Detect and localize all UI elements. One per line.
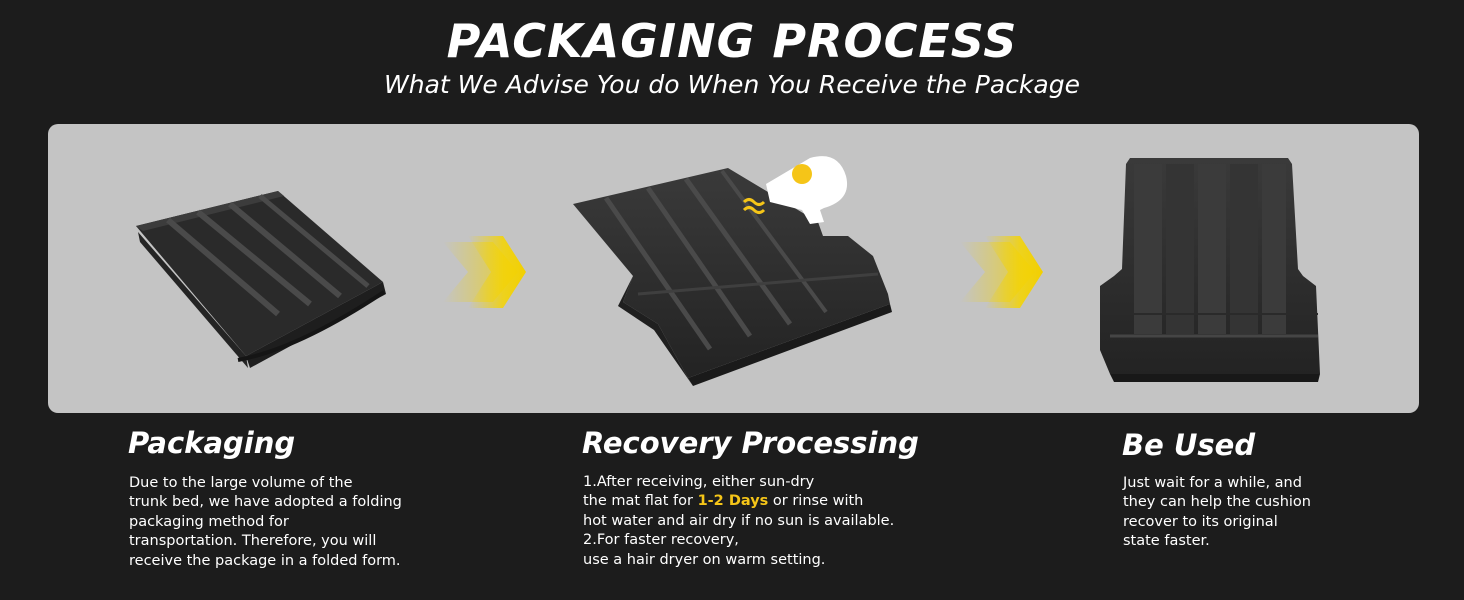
step-title-packaging: Packaging (128, 426, 296, 460)
step-description-be-used: Just wait for a while, and they can help… (1123, 474, 1311, 552)
folded-mat-image (136, 191, 386, 368)
description-text: the mat flat for (583, 493, 698, 510)
description-line: they can help the cushion (1123, 494, 1311, 511)
description-line: 1.After receiving, either sun-dry (583, 474, 815, 490)
process-image-panel (48, 124, 1419, 413)
description-line: transportation. Therefore, you will (129, 533, 377, 550)
page-subtitle: What We Advise You do When You Receive t… (384, 70, 1080, 99)
description-line: hot water and air dry if no sun is avail… (583, 512, 895, 529)
description-line: recover to its original (1123, 513, 1278, 530)
description-line: packaging method for (129, 513, 289, 530)
duration-highlight: 1-2 Days (697, 493, 769, 510)
step-title-be-used: Be Used (1122, 428, 1256, 462)
description-line: the mat flat for 1-2 Days or rinse with (583, 492, 894, 511)
description-line: state faster. (1123, 533, 1210, 550)
step-title-recovery-processing: Recovery Processing (582, 426, 919, 460)
description-line: Due to the large volume of the (129, 475, 353, 491)
arrow-right-icon (443, 236, 526, 308)
unfolded-mat-image (573, 168, 892, 386)
step-description-recovery-processing: 1.After receiving, either sun-dry the ma… (583, 473, 894, 570)
flat-mat-image (1100, 158, 1320, 382)
description-line: trunk bed, we have adopted a folding (129, 494, 402, 511)
description-line: use a hair dryer on warm setting. (583, 551, 826, 568)
hair-dryer-icon (742, 156, 848, 224)
page-title: PACKAGING PROCESS (446, 14, 1018, 68)
arrow-right-icon (960, 236, 1043, 308)
description-line: receive the package in a folded form. (129, 552, 401, 569)
description-line: 2.For faster recovery, (583, 532, 739, 549)
description-text: or rinse with (768, 493, 864, 510)
description-line: Just wait for a while, and (1123, 475, 1302, 491)
step-description-packaging: Due to the large volume of the trunk bed… (129, 474, 402, 571)
